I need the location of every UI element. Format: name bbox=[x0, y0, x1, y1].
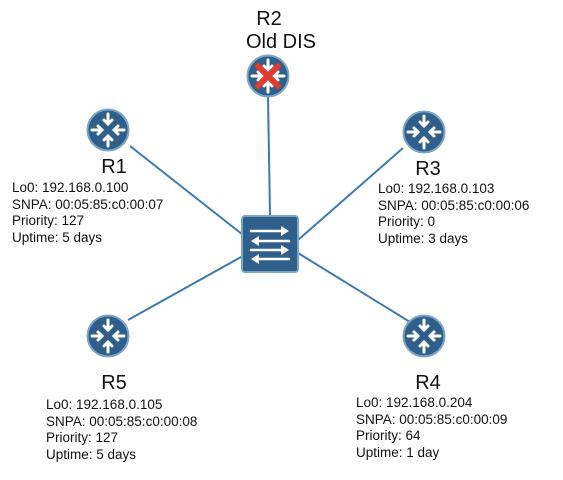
r2-name: R2 bbox=[256, 8, 282, 30]
r4-snpa: SNPA: 00:05:85:c0:00:09 bbox=[356, 411, 508, 427]
r5-priority: Priority: 127 bbox=[46, 430, 119, 445]
r4-lo0: Lo0: 192.168.0.204 bbox=[356, 395, 473, 410]
r4-router-icon bbox=[402, 314, 446, 358]
r5-router-icon bbox=[86, 314, 130, 358]
r5-name: R5 bbox=[101, 372, 127, 394]
link-r3-switch bbox=[297, 147, 404, 241]
r3-priority: Priority: 0 bbox=[378, 214, 436, 229]
link-r2-switch bbox=[267, 95, 271, 216]
r3-lo0: Lo0: 192.168.0.103 bbox=[378, 181, 495, 196]
r3-name: R3 bbox=[415, 158, 441, 180]
r3-snpa: SNPA: 00:05:85:c0:00:06 bbox=[378, 197, 530, 213]
r1-info: Lo0: 192.168.0.100 SNPA: 00:05:85:c0:00:… bbox=[12, 180, 163, 246]
r1-name: R1 bbox=[101, 156, 127, 178]
r3-router-icon bbox=[402, 110, 446, 154]
r2-status-label: Old DIS bbox=[245, 31, 317, 53]
r3-info: Lo0: 192.168.0.103 SNPA: 00:05:85:c0:00:… bbox=[378, 181, 529, 247]
r1-snpa: SNPA: 00:05:85:c0:00:07 bbox=[12, 196, 164, 212]
r5-lo0: Lo0: 192.168.0.105 bbox=[46, 397, 163, 412]
switch-icon bbox=[241, 215, 299, 273]
r4-info: Lo0: 192.168.0.204 SNPA: 00:05:85:c0:00:… bbox=[356, 395, 507, 461]
r1-priority: Priority: 127 bbox=[12, 213, 85, 228]
failed-router-icon bbox=[246, 54, 290, 98]
link-r5-switch bbox=[127, 251, 251, 321]
r1-uptime: Uptime: 5 days bbox=[12, 229, 103, 245]
r1-router-icon bbox=[86, 108, 130, 152]
link-r1-switch bbox=[129, 145, 253, 243]
r5-uptime: Uptime: 5 days bbox=[46, 446, 137, 462]
r5-snpa: SNPA: 00:05:85:c0:00:08 bbox=[46, 413, 198, 429]
r4-uptime: Uptime: 1 day bbox=[356, 444, 440, 460]
link-r4-switch bbox=[297, 252, 411, 323]
r1-lo0: Lo0: 192.168.0.100 bbox=[12, 180, 129, 195]
r3-uptime: Uptime: 3 days bbox=[378, 230, 469, 246]
r4-name: R4 bbox=[415, 372, 441, 394]
r4-priority: Priority: 64 bbox=[356, 428, 421, 443]
r5-info: Lo0: 192.168.0.105 SNPA: 00:05:85:c0:00:… bbox=[46, 397, 197, 463]
